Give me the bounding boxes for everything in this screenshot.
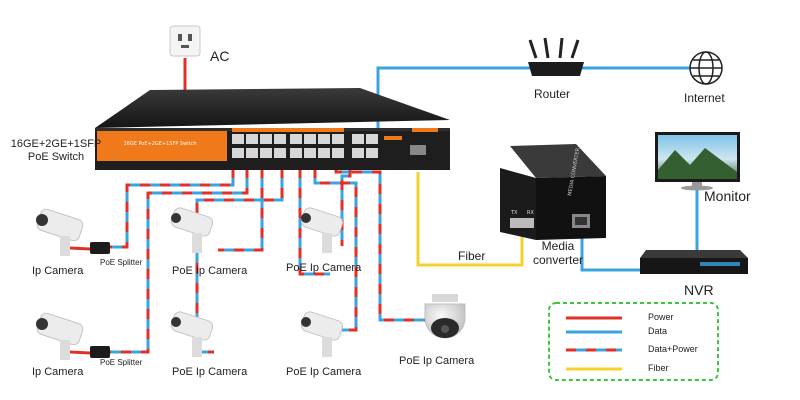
internet-label: Internet <box>684 91 725 105</box>
splitter-label: PoE Splitter <box>100 358 143 367</box>
router <box>528 37 584 76</box>
camera-label: PoE Ip Camera <box>172 265 248 277</box>
cameras <box>36 207 466 360</box>
fiber-label: Fiber <box>458 249 486 263</box>
cables <box>69 58 699 355</box>
switch-model-label: 16GE+2GE+1SFP <box>10 138 102 150</box>
switch-panel-text: 16GE PoE+2GE+1SFP Switch <box>123 141 196 147</box>
fiber-cable <box>416 172 524 267</box>
legend-label-fiber: Fiber <box>648 363 669 373</box>
ac-socket <box>169 25 201 57</box>
nvr <box>640 250 748 274</box>
monitor <box>655 132 740 191</box>
camera-label: PoE Ip Camera <box>286 262 362 274</box>
internet-globe-icon <box>689 51 723 85</box>
legend-label-data: Data <box>648 326 668 336</box>
poe-cables <box>106 168 426 354</box>
poe-switch: 16GE PoE+2GE+1SFP Switch <box>95 88 450 170</box>
switch-type-label: PoE Switch <box>27 151 85 163</box>
bullet-camera-icon <box>170 207 214 253</box>
ac-label: AC <box>210 48 230 64</box>
monitor-label: Monitor <box>704 188 751 204</box>
camera-label: PoE Ip Camera <box>286 366 362 378</box>
nvr-label: NVR <box>684 282 714 298</box>
router-label: Router <box>534 87 571 101</box>
bullet-camera-icon <box>36 208 84 256</box>
bullet-camera-icon <box>300 207 344 253</box>
camera-label: Ip Camera <box>32 366 84 378</box>
camera-label: PoE Ip Camera <box>172 366 248 378</box>
switch-ports <box>232 134 426 158</box>
media-converter-label: Media converter <box>532 239 584 267</box>
poe-splitter-icon <box>90 346 110 358</box>
camera-label: PoE Ip Camera <box>399 355 475 367</box>
converter-rx-text: RX <box>527 210 534 216</box>
dome-camera-icon <box>424 294 466 339</box>
poe-splitter-icon <box>90 242 110 254</box>
splitter-label: PoE Splitter <box>100 258 143 267</box>
converter-tx-text: TX <box>510 210 518 216</box>
bullet-camera-icon <box>170 311 214 357</box>
bullet-camera-icon <box>300 311 344 357</box>
legend <box>548 302 719 381</box>
media-converter: MEDIA CONVERTER TX RX <box>500 144 606 240</box>
legend-label-dual: Data+Power <box>648 344 698 354</box>
camera-label: Ip Camera <box>32 265 84 277</box>
bullet-camera-icon <box>36 312 84 360</box>
legend-label-power: Power <box>648 312 674 322</box>
converter-nvr-cable <box>580 234 642 272</box>
